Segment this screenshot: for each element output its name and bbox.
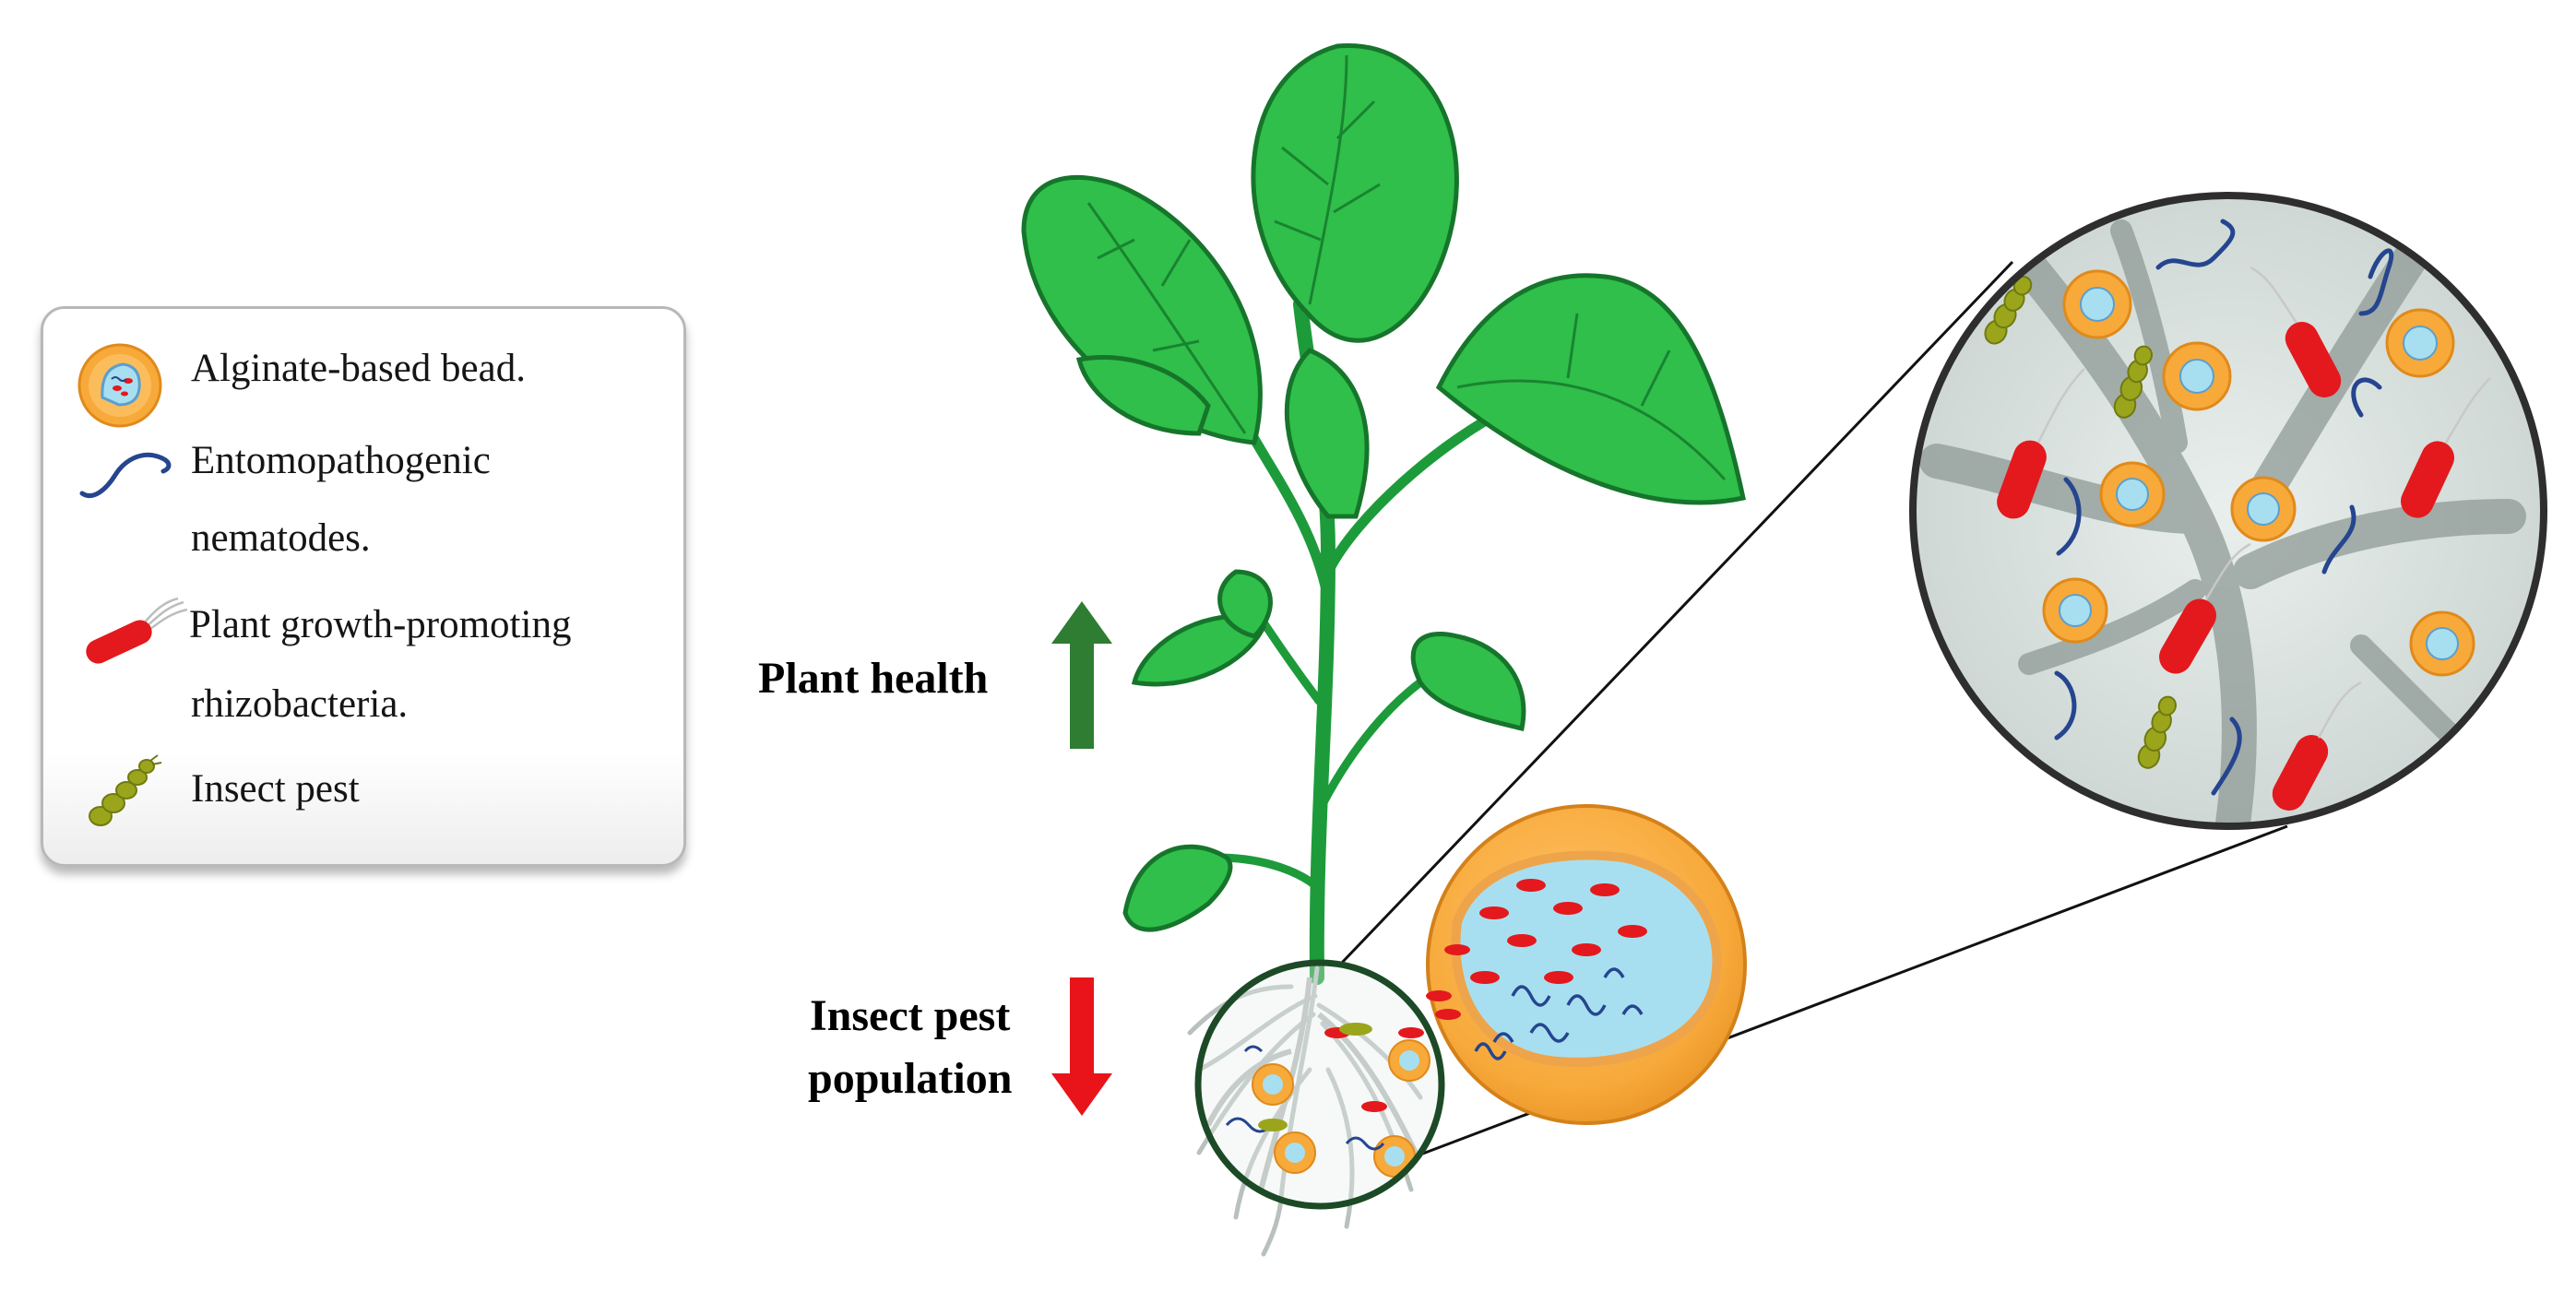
arrow-down-icon bbox=[1051, 977, 1112, 1116]
zoom-line-top bbox=[1338, 260, 2014, 966]
leaf-center bbox=[1284, 348, 1370, 519]
legend-label-bacteria-1: Plant growth-promoting bbox=[189, 603, 572, 646]
rhizobacteria-icon bbox=[86, 597, 188, 664]
nematode-icon bbox=[79, 452, 172, 498]
leaf-top bbox=[1251, 43, 1459, 343]
insect-pest-label-line1: Insect pest bbox=[810, 991, 1011, 1040]
zoom-insects bbox=[1984, 276, 2177, 769]
leaf-left-lower bbox=[1122, 844, 1233, 932]
legend-label-nematode-1: Entomopathogenic bbox=[191, 439, 491, 482]
legend-label-bacteria-2: rhizobacteria. bbox=[191, 682, 409, 726]
magnified-rhizosphere bbox=[1909, 192, 2547, 830]
insect-pest-icon bbox=[89, 754, 162, 826]
alginate-bead-cutaway bbox=[1398, 804, 1747, 1125]
zoom-nematodes bbox=[2054, 219, 2394, 796]
arrow-up-icon bbox=[1051, 601, 1112, 749]
plant-leaves bbox=[1021, 43, 1746, 932]
leaf-right-small bbox=[1410, 631, 1526, 732]
leaf-veins bbox=[1086, 54, 1727, 481]
legend-label-nematode-2: nematodes. bbox=[191, 516, 371, 560]
zoom-beads bbox=[2042, 269, 2475, 677]
legend-label-insect: Insect pest bbox=[191, 767, 360, 811]
plant-health-label: Plant health bbox=[758, 654, 989, 703]
alginate-bead-icon bbox=[77, 343, 162, 428]
legend-box: Alginate-based bead. Entomopathogenic ne… bbox=[41, 306, 686, 867]
leaf-left-middle bbox=[1075, 354, 1211, 436]
leaf-right-upper bbox=[1435, 273, 1746, 505]
leaf-left-small-2 bbox=[1217, 569, 1273, 639]
legend-label-bead: Alginate-based bead. bbox=[191, 347, 526, 390]
leaf-left-small bbox=[1131, 614, 1267, 687]
zoom-bacteria bbox=[1997, 322, 2454, 811]
root-zoom-circle bbox=[1194, 959, 1445, 1210]
insect-pest-label-line2: population bbox=[808, 1054, 1013, 1103]
